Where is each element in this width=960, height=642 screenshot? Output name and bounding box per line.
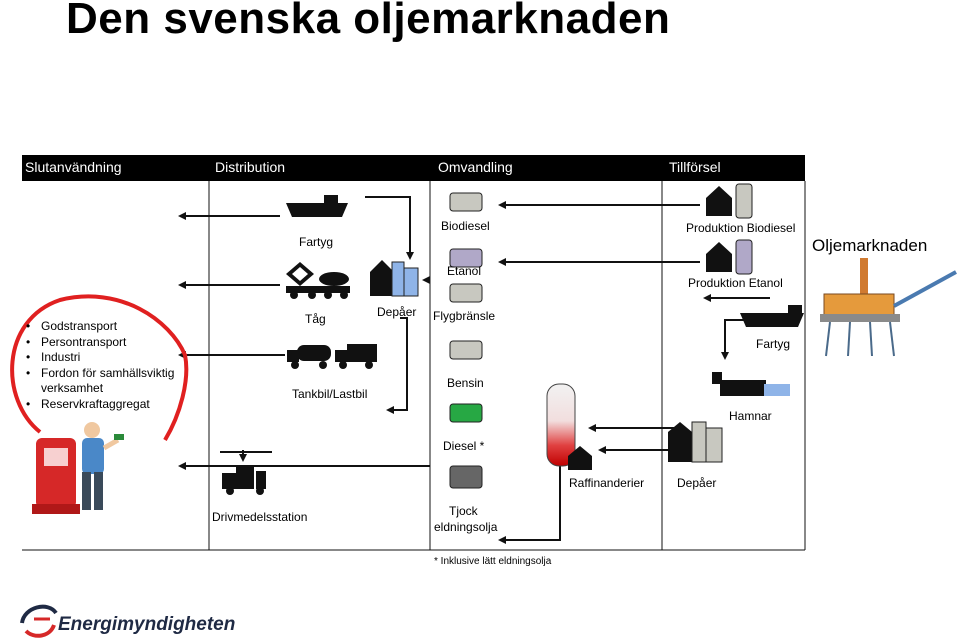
header-slutanvandning: Slutanvändning [25, 159, 122, 175]
enduse-item-cont: verksamhet [41, 381, 104, 395]
oljemarknaden-label: Oljemarknaden [812, 236, 928, 255]
header-tillforsel: Tillförsel [669, 159, 721, 175]
product-tanks [449, 192, 483, 489]
enduse-item: Godstransport [26, 319, 174, 335]
lorry-icon [335, 344, 377, 369]
label-tjock: Tjock [449, 504, 478, 518]
column-separators [22, 181, 806, 551]
arrows-to-enduse [178, 212, 430, 470]
logo-text: Energimyndigheten [58, 614, 236, 635]
tanker-truck-icon [287, 345, 331, 369]
label-eldningsolja: eldningsolja [434, 520, 498, 534]
label-raffinanderier: Raffinanderier [569, 476, 645, 490]
label-drivmedelsstation: Drivmedelsstation [212, 510, 308, 524]
enduse-item: Persontransport [26, 335, 174, 351]
label-bensin: Bensin [447, 376, 484, 390]
label-etanol: Etanol [447, 264, 482, 278]
station-truck-icon [222, 465, 266, 495]
arrows-depaer [365, 196, 430, 414]
oil-platform-icon [820, 258, 957, 357]
label-flygbransle: Flygbränsle [433, 309, 496, 323]
arrow-to-station [220, 450, 272, 462]
label-depaer: Depåer [377, 305, 417, 319]
harbour-icon [712, 372, 790, 396]
ship-icon [286, 195, 348, 217]
footnote: * Inklusive lätt eldningsolja [434, 556, 552, 567]
page-title: Den svenska oljemarknaden [66, 0, 671, 43]
fuel-pump-person-icon [32, 422, 124, 514]
label-fartyg: Fartyg [299, 235, 334, 249]
label-biodiesel: Biodiesel [441, 219, 490, 233]
header-omvandling: Omvandling [438, 159, 513, 175]
production-biodiesel-icon [706, 183, 753, 219]
label-supply-depaer: Depåer [677, 476, 717, 490]
supply-ship-icon [740, 305, 804, 327]
label-produktion-etanol: Produktion Etanol [688, 276, 783, 290]
logo-icon [20, 604, 58, 638]
label-tankbil: Tankbil/Lastbil [292, 387, 368, 401]
enduse-item: Reservkraftaggregat [26, 397, 174, 413]
depot-icon [370, 260, 419, 297]
column-header-bar: Slutanvändning Distribution Omvandling T… [22, 155, 805, 181]
label-supply-fartyg: Fartyg [756, 337, 791, 351]
label-produktion-biodiesel: Produktion Biodiesel [686, 221, 796, 235]
label-diesel: Diesel * [443, 439, 485, 453]
enduse-ring [10, 294, 189, 442]
enduse-list: Godstransport Persontransport Industri F… [26, 319, 174, 412]
production-etanol-icon [706, 239, 753, 275]
label-hamnar: Hamnar [729, 409, 772, 423]
supply-depot-icon [668, 421, 723, 463]
header-distribution: Distribution [215, 159, 286, 175]
refinery-column-icon [546, 383, 592, 470]
label-tag: Tåg [305, 312, 326, 326]
enduse-item: Fordon för samhällsviktig [26, 366, 174, 382]
train-icon [286, 262, 350, 299]
enduse-item: Industri [26, 350, 174, 366]
